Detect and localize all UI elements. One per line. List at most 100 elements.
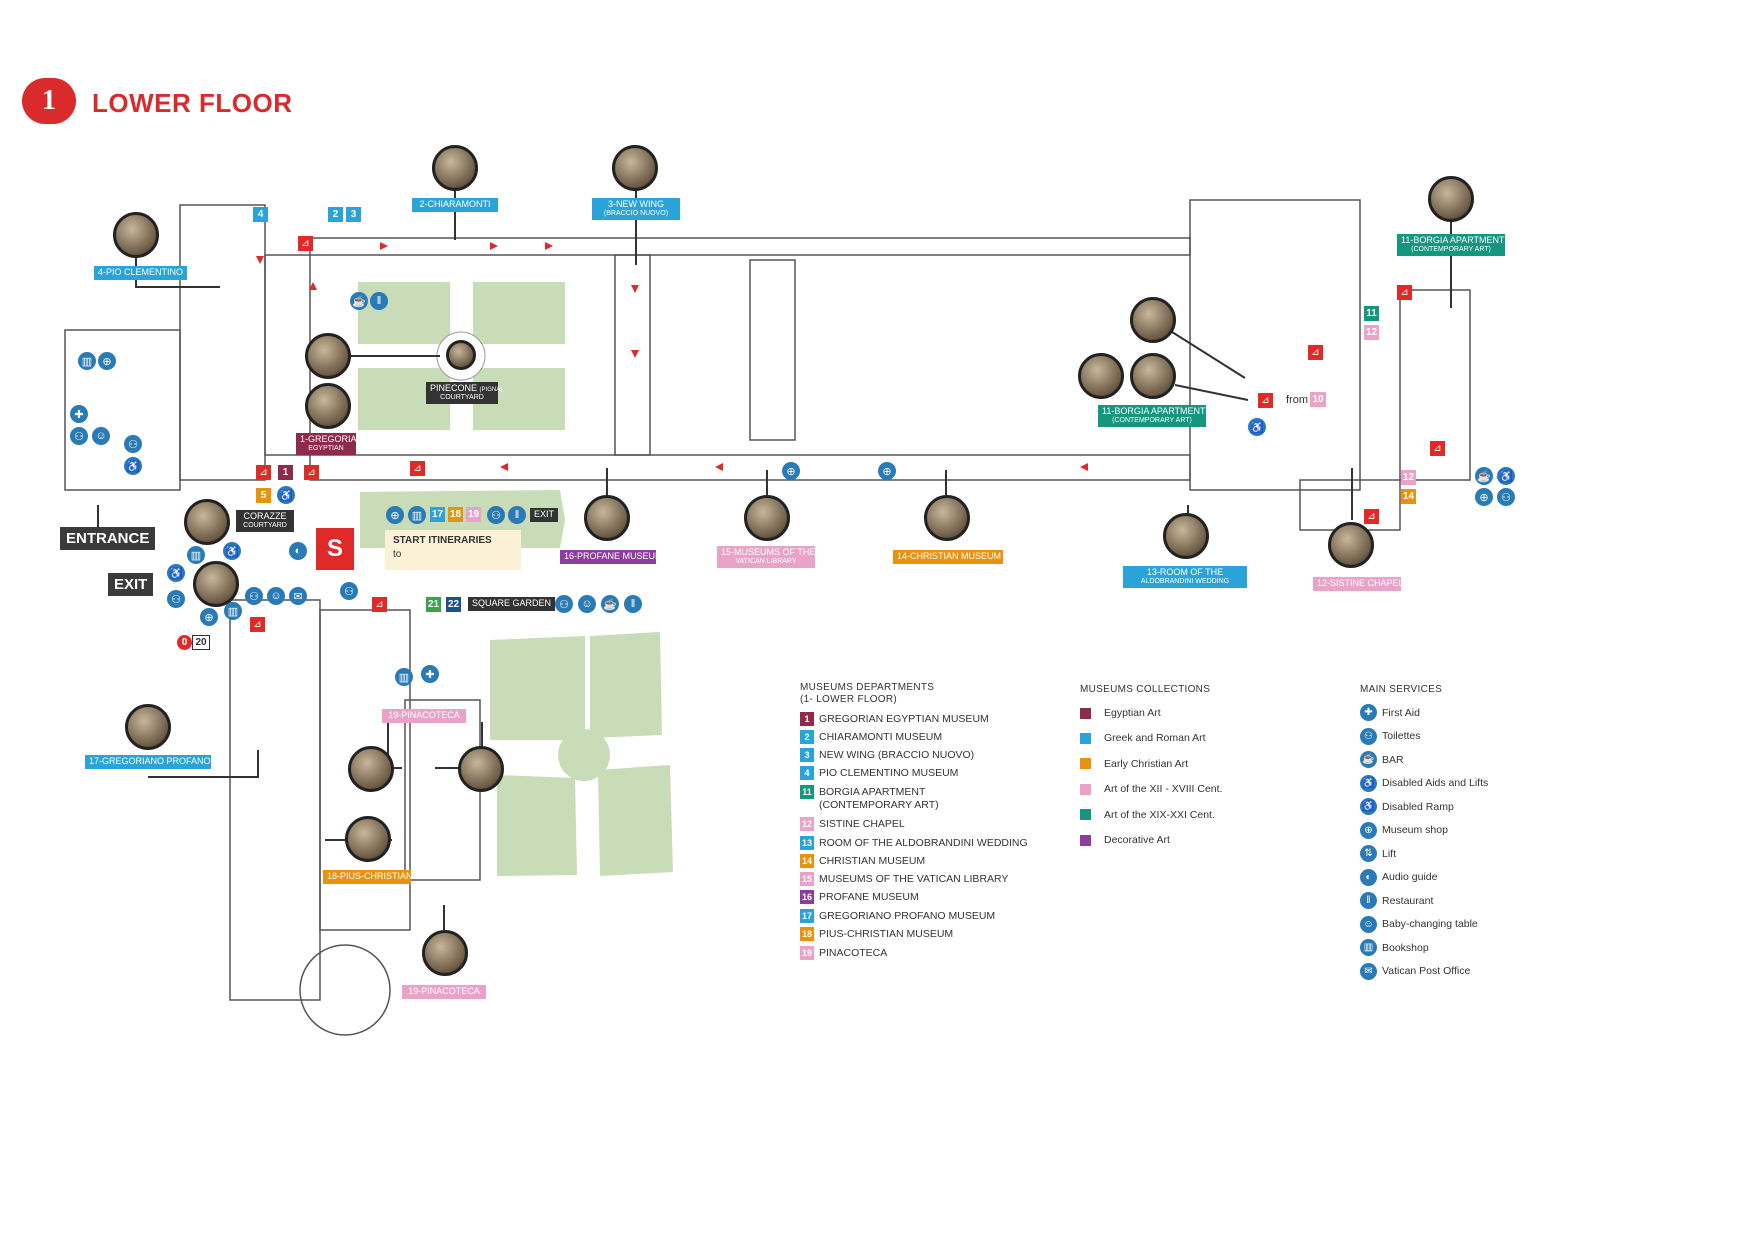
- new-wing-subtitle: (BRACCIO NUOVO): [603, 209, 669, 217]
- department-number: 15: [800, 872, 814, 886]
- collection-name: Egyptian Art: [1104, 707, 1161, 719]
- bar-icon: ☕: [350, 292, 368, 310]
- department-name: PINACOTECA: [819, 947, 888, 959]
- start-marker: S: [316, 528, 354, 570]
- dept-19-tag: 19: [466, 507, 481, 522]
- restaurant-icon: ǁ: [624, 595, 642, 613]
- dept-3-tag: 3: [346, 207, 361, 222]
- dept-17-tag: 17: [430, 507, 445, 522]
- baby-changing-icon: ☺: [1360, 915, 1377, 933]
- start-itineraries-box: START ITINERARIES to: [385, 530, 521, 570]
- garden-bed: [473, 282, 565, 344]
- service-name: Bookshop: [1382, 941, 1429, 954]
- from-label: from: [1286, 394, 1308, 406]
- toilets-icon: ⚇: [1360, 727, 1377, 745]
- museum-shop-icon: ⊕: [200, 608, 218, 626]
- pinacoteca-east: [404, 699, 481, 881]
- gregorian-egyptian-subtitle: EGYPTIAN: [308, 444, 344, 452]
- pinacoteca-photo-3: [422, 930, 468, 976]
- baby-changing-icon: ☺: [578, 595, 596, 613]
- borgia-top-photo: [1428, 176, 1474, 222]
- stairs-icon: ⊿: [1258, 393, 1273, 408]
- audio-guide-icon: ◐: [1360, 868, 1377, 886]
- bookshop-icon: ▥: [224, 602, 242, 620]
- collection-legend-item: Art of the XIX-XXI Cent.: [1080, 809, 1215, 821]
- entrance-block: [64, 329, 181, 491]
- service-name: Toilettes: [1382, 730, 1421, 742]
- gregorian-egyptian-title: 1-GREGORIAN: [300, 434, 364, 444]
- department-name: PIO CLEMENTINO MUSEUM: [819, 767, 959, 779]
- collection-legend-item: Decorative Art: [1080, 834, 1170, 846]
- collections-title: MUSEUMS COLLECTIONS: [1080, 684, 1211, 695]
- department-number: 12: [800, 817, 814, 831]
- departments-subtitle: (1- LOWER FLOOR): [800, 694, 898, 705]
- service-name: First Aid: [1382, 706, 1420, 719]
- route-arrow: [380, 242, 388, 250]
- baby-changing-icon: ☺: [92, 427, 110, 445]
- service-legend-item: ☺Baby-changing table: [1360, 915, 1478, 933]
- borgia-top-title: 11-BORGIA APARTMENT: [1401, 235, 1505, 245]
- pinecone-photo: [305, 333, 351, 379]
- route-arrow: [631, 285, 639, 293]
- museum-shop-icon: ⊕: [98, 352, 116, 370]
- service-legend-item: ✚ First Aid: [1360, 704, 1420, 721]
- new-wing-title: 3-NEW WING: [608, 199, 664, 209]
- borgia-mid-title: 11-BORGIA APARTMENT: [1102, 406, 1206, 416]
- museum-shop-icon: ⊕: [1475, 488, 1493, 506]
- pio-clementino-photo: [113, 212, 159, 258]
- south-corridor: [309, 454, 1191, 481]
- department-legend-item: 4 PIO CLEMENTINO MUSEUM: [800, 766, 958, 780]
- dept-22-tag: 22: [446, 597, 461, 612]
- collection-name: Art of the XIX-XXI Cent.: [1104, 808, 1215, 821]
- borgia-mid-label: 11-BORGIA APARTMENT(CONTEMPORARY ART): [1098, 405, 1206, 427]
- service-name: Disabled Ramp: [1382, 800, 1454, 813]
- bookshop-icon: ▥: [1360, 939, 1377, 956]
- service-name: Vatican Post Office: [1382, 965, 1471, 977]
- stairs-icon: ⊿: [372, 597, 387, 612]
- disabled-aids-icon: ♿: [1248, 418, 1266, 436]
- dept-2-tag: 2: [328, 207, 343, 222]
- service-name: Audio guide: [1382, 871, 1438, 883]
- borgia-photo-1: [1130, 297, 1176, 343]
- pinecone-label: PINECONE (PIGNA)COURTYARD: [426, 382, 502, 404]
- restaurant-icon: ǁ: [370, 292, 388, 310]
- pius-christian-photo: [345, 816, 391, 862]
- department-number: 11: [800, 785, 814, 799]
- toilets-icon: ⚇: [340, 582, 358, 600]
- departments-title: MUSEUMS DEPARTMENTS: [800, 682, 935, 693]
- museum-shop-icon: ⊕: [386, 506, 404, 524]
- dept-4-tag: 4: [253, 207, 268, 222]
- department-number: 4: [800, 766, 814, 780]
- collection-swatch: [1080, 834, 1091, 846]
- department-name: GREGORIANO PROFANO MUSEUM: [819, 910, 996, 922]
- first-aid-icon: ✚: [1360, 704, 1377, 721]
- west-wing: [264, 254, 311, 456]
- dept-20-tag: 20: [192, 635, 210, 650]
- route-arrow: [256, 256, 264, 264]
- inner-wing: [749, 259, 796, 441]
- pinacoteca-top-label: 19-PINACOTECA: [382, 709, 466, 723]
- restaurant-icon: ǁ: [1360, 892, 1377, 909]
- restaurant-icon: ǁ: [508, 506, 526, 524]
- stairs-icon: ⊿: [1364, 509, 1379, 524]
- dept-18-tag: 18: [448, 507, 463, 522]
- vatican-library-photo: [744, 495, 790, 541]
- start-to-text: to: [393, 549, 402, 560]
- disabled-aids-icon: ♿: [277, 486, 295, 504]
- museum-shop-icon: ⊕: [782, 462, 800, 480]
- toilets-icon: ⚇: [124, 435, 142, 453]
- disabled-aids-icon: ♿: [1360, 774, 1377, 792]
- toilets-icon: ⚇: [70, 427, 88, 445]
- garden-bed: [490, 636, 585, 740]
- dept-12-tag-b: 12: [1401, 470, 1416, 485]
- garden-bed: [358, 282, 450, 344]
- service-legend-item: ▥ Bookshop: [1360, 939, 1429, 956]
- stairs-icon: ⊿: [298, 236, 313, 251]
- department-number: 13: [800, 836, 814, 850]
